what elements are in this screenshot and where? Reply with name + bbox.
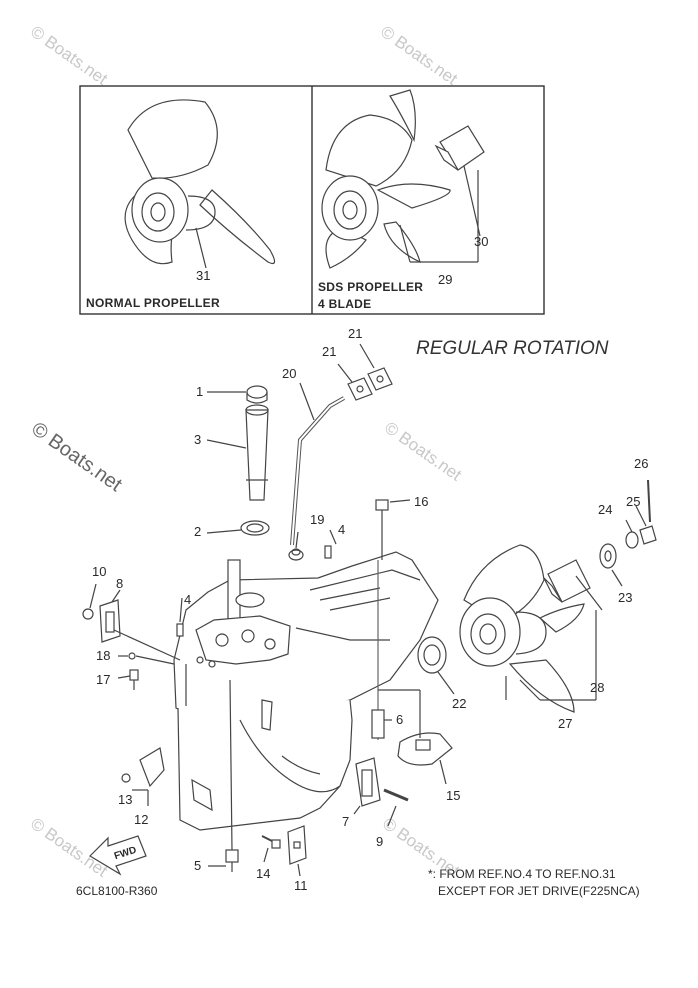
- part-label: 21: [322, 344, 337, 359]
- bolt-14-icon: [261, 835, 281, 863]
- bolt-6-icon: [371, 560, 392, 740]
- cover-11-icon: [287, 825, 307, 877]
- part-label: 1: [196, 384, 204, 399]
- screw-18-icon: [118, 652, 175, 665]
- grommet-19-icon: [288, 531, 304, 561]
- washer-24-icon: [625, 519, 639, 549]
- part-label: 13: [118, 792, 133, 807]
- part-label: 6: [396, 712, 404, 727]
- part-label: 12: [134, 812, 149, 827]
- part-label: 16: [414, 494, 429, 509]
- fwd-arrow-icon: [89, 835, 147, 876]
- diagram-code: 6CL8100-R360: [76, 884, 158, 898]
- sds-blade-label: 4 BLADE: [318, 297, 372, 311]
- normal-propeller-icon: [124, 99, 276, 269]
- part-label: 2: [194, 524, 202, 539]
- cover-7-icon: [353, 757, 381, 815]
- part-label: 23: [618, 590, 633, 605]
- bolt-16-icon: [375, 499, 411, 560]
- anode-icon: [82, 583, 181, 661]
- part-label: 25: [626, 494, 641, 509]
- water-tube-icon: [206, 385, 270, 536]
- part-label: 29: [438, 272, 453, 287]
- rotation-title: REGULAR ROTATION: [416, 338, 609, 359]
- part-label: 5: [194, 858, 202, 873]
- part-label: 27: [558, 716, 573, 731]
- part-label: 20: [282, 366, 297, 381]
- part-label: 9: [376, 834, 384, 849]
- propeller-27-icon: [459, 544, 597, 713]
- part-label: 31: [196, 268, 211, 283]
- screw-17-icon: [117, 669, 139, 690]
- bent-tube-icon: [290, 382, 345, 546]
- part-label: 24: [598, 502, 613, 517]
- pin-26-icon: [647, 479, 651, 523]
- note-line-1: *: FROM REF.NO.4 TO REF.NO.31: [428, 867, 616, 881]
- bushing-28-icon: [543, 559, 603, 611]
- sds-propeller-label: SDS PROPELLER: [318, 280, 424, 294]
- part-label: 10: [92, 564, 107, 579]
- spacer-22-icon: [417, 636, 455, 695]
- trim-tab-icon: [121, 747, 165, 806]
- part-label: 3: [194, 432, 202, 447]
- dowel-pin-icon: [176, 529, 337, 637]
- normal-propeller-label: NORMAL PROPELLER: [86, 296, 220, 310]
- part-label: 21: [348, 326, 363, 341]
- bolt-5-icon: [208, 849, 239, 872]
- part-label: 4: [338, 522, 346, 537]
- part-label: 26: [634, 456, 649, 471]
- bolt-9-icon: [383, 788, 409, 827]
- nut-25-icon: [635, 505, 657, 545]
- part-label: 17: [96, 672, 111, 687]
- part-label: 22: [452, 696, 467, 711]
- part-label: 18: [96, 648, 111, 663]
- anode-15-icon: [378, 689, 453, 785]
- lower-unit-housing-icon: [173, 551, 439, 851]
- part-label: 28: [590, 680, 605, 695]
- note-line-2: EXCEPT FOR JET DRIVE(F225NCA): [438, 884, 640, 898]
- part-label: 7: [342, 814, 350, 829]
- grommet-icon: [337, 343, 393, 401]
- part-label: 8: [116, 576, 124, 591]
- part-label: 11: [294, 878, 308, 893]
- part-label: 15: [446, 788, 461, 803]
- part-label: 14: [256, 866, 271, 881]
- sds-propeller-icon: [321, 89, 485, 269]
- part-label: 19: [310, 512, 325, 527]
- part-label: 30: [474, 234, 489, 249]
- part-label: 4: [184, 592, 192, 607]
- washer-23-icon: [599, 543, 623, 587]
